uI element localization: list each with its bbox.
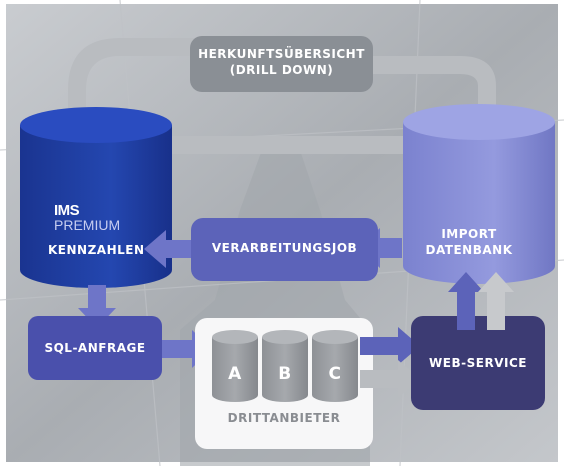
drill-down-box (190, 36, 373, 92)
arrow-webservice-to-import-grey (478, 272, 514, 330)
import-db-label: IMPORT DATENBANK (420, 226, 518, 258)
ims-logo: IMS PREMIUM (54, 202, 121, 233)
import-line1: IMPORT (441, 227, 497, 241)
arrow-thirdparty-to-webservice-grey (360, 360, 420, 398)
import-line2: DATENBANK (425, 243, 513, 257)
sql-box (28, 316, 162, 380)
arrow-job-to-kennzahlen (144, 230, 191, 268)
kennzahlen-label: KENNZAHLEN (48, 243, 145, 257)
verarbeitungsjob-label: VERARBEITUNGSJOB (211, 241, 358, 255)
webservice-label: WEB-SERVICE (429, 356, 527, 370)
webservice-box (411, 316, 545, 410)
ims-logo-text: IMS (54, 202, 80, 219)
premium-logo-text: PREMIUM (54, 217, 121, 233)
drittanbieter-label: DRITTANBIETER (227, 411, 341, 425)
sql-label: SQL-ANFRAGE (44, 341, 146, 355)
cylinder-b-label: B (278, 364, 292, 384)
drill-down-title: HERKUNFTSÜBERSICHT (DRILL DOWN) (190, 46, 373, 78)
drill-down-line2: (DRILL DOWN) (229, 63, 334, 77)
cylinder-c-label: C (328, 364, 342, 384)
kennzahlen-database (20, 107, 172, 288)
import-database (403, 104, 555, 284)
thirdparty-cylinders (212, 330, 358, 402)
cylinder-a-label: A (228, 364, 242, 384)
drill-down-line1: HERKUNFTSÜBERSICHT (198, 47, 365, 61)
arrow-thirdparty-to-webservice-blue (360, 327, 420, 365)
verarbeitungsjob-box (191, 218, 378, 281)
arrow-webservice-to-import-blue (448, 272, 484, 330)
